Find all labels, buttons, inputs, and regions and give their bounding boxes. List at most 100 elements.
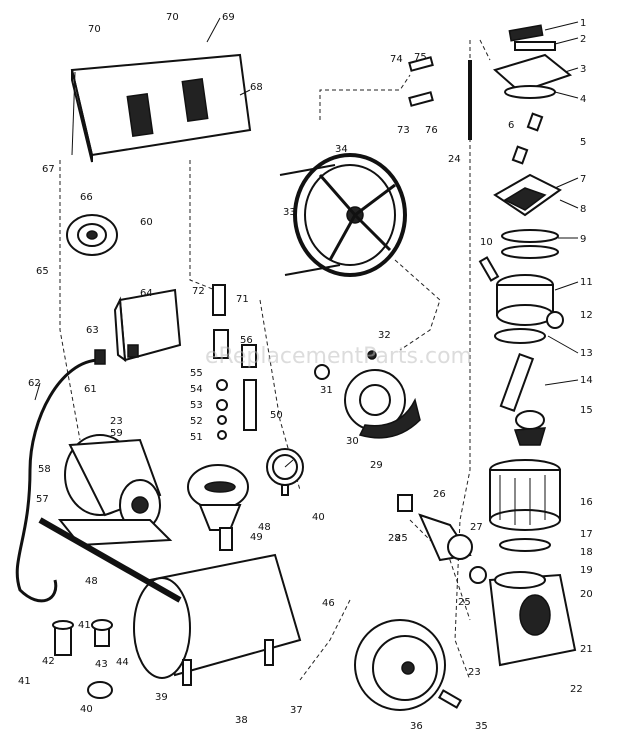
callout-34: 34	[335, 144, 348, 155]
callout-38: 38	[235, 715, 248, 726]
callout-20: 20	[580, 589, 593, 600]
callout-69: 69	[222, 12, 235, 23]
callout-19: 19	[580, 565, 593, 576]
callout-30: 30	[346, 436, 359, 447]
callout-36: 36	[410, 721, 423, 732]
callout-58: 58	[38, 464, 51, 475]
ring	[494, 328, 546, 344]
callout-4: 4	[580, 94, 586, 105]
assembly-line	[479, 39, 491, 61]
callout-32: 32	[378, 330, 391, 341]
callout-39: 39	[155, 692, 168, 703]
callout-8: 8	[580, 204, 586, 215]
assembly-line	[319, 74, 411, 120]
callout-50: 50	[270, 410, 283, 421]
callout-57: 57	[36, 494, 49, 505]
callout-35: 35	[475, 721, 488, 732]
callout-37: 37	[290, 705, 303, 716]
callout-54: 54	[190, 384, 203, 395]
callout-15: 15	[580, 405, 593, 416]
callout-74: 74	[390, 54, 403, 65]
callout-25a: 25	[395, 533, 408, 544]
callout-76: 76	[425, 125, 438, 136]
callout-44: 44	[116, 657, 129, 668]
callout-3: 3	[580, 64, 586, 75]
callout-11: 11	[580, 277, 593, 288]
callouts: 1 2 3 4 5 6 7 8 9 10 11 12 13 14 15 16 1…	[18, 12, 593, 732]
axle-bolt	[437, 689, 463, 709]
connecting-rod	[499, 352, 547, 446]
valve-plate	[493, 112, 562, 217]
watermark: eReplacementParts.com	[205, 344, 472, 369]
crankcase-cover	[314, 350, 421, 439]
callout-14: 14	[580, 375, 593, 386]
fittings	[212, 284, 257, 440]
assembly-line	[189, 160, 216, 291]
callout-31: 31	[320, 385, 333, 396]
check-valve	[187, 464, 249, 551]
callout-52: 52	[190, 416, 203, 427]
callout-46: 46	[322, 598, 335, 609]
callout-66: 66	[80, 192, 93, 203]
callout-73: 73	[397, 125, 410, 136]
callout-2: 2	[580, 34, 586, 45]
callout-60: 60	[140, 217, 153, 228]
callout-23a: 23	[110, 416, 123, 427]
callout-18: 18	[580, 547, 593, 558]
callout-59: 59	[110, 428, 123, 439]
cylinder	[489, 459, 561, 531]
callout-67: 67	[42, 164, 55, 175]
callout-28: 28	[388, 533, 401, 544]
callout-42: 42	[42, 656, 55, 667]
assembly-line	[299, 599, 351, 681]
callout-49: 49	[250, 532, 263, 543]
callout-5: 5	[580, 137, 586, 148]
belt-guard	[70, 53, 252, 163]
callout-7: 7	[580, 174, 586, 185]
flywheel	[279, 153, 407, 277]
tube-fitting	[408, 56, 434, 72]
assembly-line	[409, 519, 471, 621]
cap	[87, 681, 113, 699]
safety-valve	[52, 620, 74, 656]
callout-62: 62	[28, 378, 41, 389]
callout-6: 6	[508, 120, 514, 131]
drain-valve	[91, 619, 113, 647]
gasket	[501, 245, 559, 259]
piston	[478, 256, 564, 329]
callout-33: 33	[283, 207, 296, 218]
assembly-line	[394, 259, 441, 351]
callout-27: 27	[470, 522, 483, 533]
wheel	[354, 619, 446, 711]
callout-56: 56	[240, 335, 253, 346]
motor-pulley	[66, 214, 118, 256]
crankshaft	[397, 494, 487, 584]
pressure-switch	[113, 288, 182, 363]
callout-72: 72	[192, 286, 205, 297]
callout-53: 53	[190, 400, 203, 411]
callout-1: 1	[580, 18, 586, 29]
callout-48b: 48	[258, 522, 271, 533]
callout-13: 13	[580, 348, 593, 359]
cylinder-gasket	[499, 538, 551, 552]
callout-71: 71	[236, 294, 249, 305]
callout-23b: 23	[468, 667, 481, 678]
callout-63: 63	[86, 325, 99, 336]
callout-55: 55	[190, 368, 203, 379]
assembly-line	[59, 160, 81, 441]
cylinder-head	[492, 24, 573, 99]
callout-26: 26	[433, 489, 446, 500]
callout-68: 68	[250, 82, 263, 93]
gasket	[501, 229, 559, 243]
power-cord	[15, 358, 101, 603]
callout-29: 29	[370, 460, 383, 471]
callout-25b: 25	[458, 597, 471, 608]
callout-65: 65	[36, 266, 49, 277]
cord-clamp	[94, 349, 106, 365]
callout-51: 51	[190, 432, 203, 443]
callout-10: 10	[480, 237, 493, 248]
electric-motor	[57, 434, 173, 547]
tube-fitting	[408, 91, 434, 107]
